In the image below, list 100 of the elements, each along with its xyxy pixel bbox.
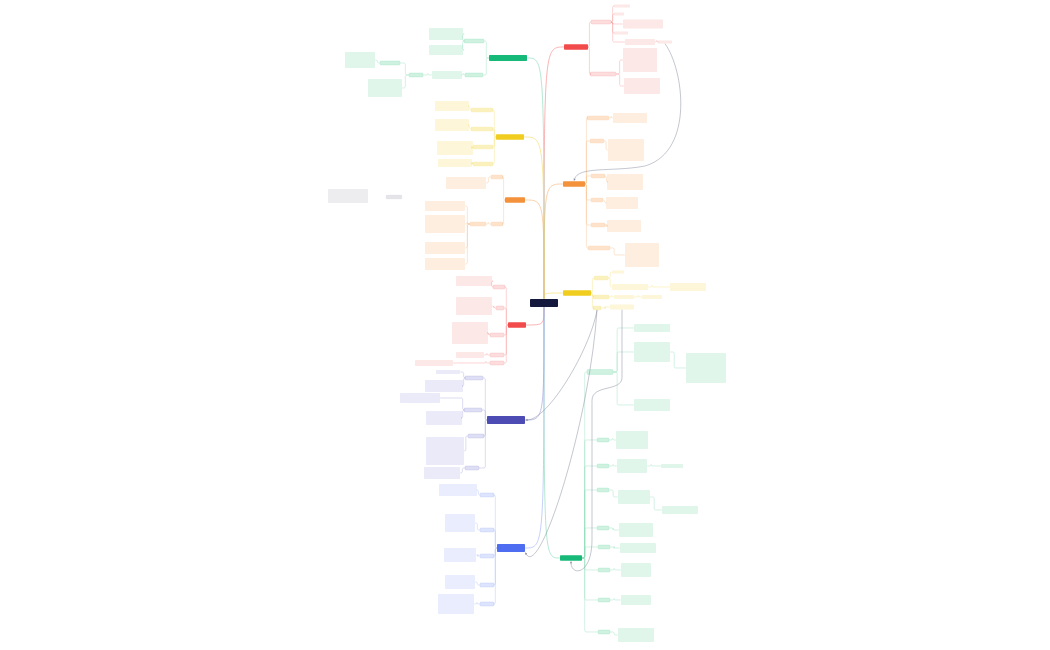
- subtopic-box: [385, 194, 403, 200]
- branch-line: [610, 598, 621, 601]
- branch-line: [460, 467, 466, 474]
- subtopic-box: [596, 463, 610, 469]
- subtopic-box: [589, 71, 617, 77]
- subtopic-box: [472, 144, 494, 150]
- subtopic-box: [593, 275, 609, 281]
- note-box: [618, 490, 650, 504]
- branch-line: [609, 527, 619, 531]
- note-box: [614, 295, 634, 299]
- branch-line: [440, 397, 465, 411]
- branch-line: [462, 377, 466, 387]
- note-box: [634, 342, 670, 362]
- note-box: [610, 304, 634, 310]
- subtopic-box: [464, 375, 484, 381]
- topic-box: [487, 416, 525, 424]
- note-box: [658, 40, 672, 44]
- note-box: [619, 523, 653, 537]
- branch-line: [609, 489, 618, 498]
- branch-line: [465, 223, 471, 265]
- subtopic-box: [470, 126, 494, 132]
- branch-line: [492, 128, 496, 138]
- subtopic-box: [490, 174, 504, 180]
- subtopic-box: [597, 544, 611, 550]
- branch-line: [486, 176, 492, 184]
- subtopic-box: [596, 437, 610, 443]
- branch-line: [524, 199, 545, 300]
- branch-line: [465, 205, 471, 225]
- branch-line: [375, 59, 381, 64]
- subtopic-box: [463, 407, 483, 413]
- subtopic-box: [464, 72, 484, 78]
- note-box: [345, 52, 375, 68]
- subtopic-box: [592, 294, 610, 300]
- branch-line: [604, 224, 609, 227]
- note-box: [634, 324, 670, 332]
- note-box: [618, 628, 654, 642]
- subtopic-box: [492, 284, 506, 290]
- branch-line: [460, 371, 466, 379]
- branch-line: [465, 222, 471, 225]
- subtopic-box: [463, 38, 485, 44]
- branch-line: [486, 222, 492, 225]
- subtopic-box: [489, 360, 505, 366]
- branch-line: [484, 40, 489, 59]
- relationship-arrow: [573, 43, 681, 181]
- topic-box: [563, 290, 591, 296]
- branch-line: [610, 568, 621, 571]
- note-box: [613, 113, 647, 123]
- note-box: [439, 484, 477, 496]
- branch-line: [582, 557, 599, 633]
- note-box: [612, 284, 648, 290]
- branch-line: [590, 277, 595, 294]
- branch-line: [603, 199, 607, 204]
- branch-line: [610, 546, 620, 549]
- note-box: [625, 243, 659, 267]
- note-box: [424, 467, 460, 479]
- note-box: [452, 322, 488, 344]
- central-topic-box: [530, 299, 558, 307]
- subtopic-box: [489, 352, 505, 358]
- note-box: [445, 575, 475, 589]
- subtopic-box: [495, 305, 505, 311]
- subtopic-box: [470, 107, 494, 113]
- note-box: [368, 79, 402, 97]
- branch-line: [611, 13, 615, 23]
- branch-line: [501, 199, 506, 225]
- branch-line: [492, 305, 497, 309]
- branch-line: [483, 57, 489, 76]
- branch-line: [610, 631, 618, 636]
- branch-line: [471, 162, 474, 165]
- topic-box: [496, 134, 524, 140]
- branch-line: [501, 176, 506, 201]
- subtopic-box: [587, 245, 611, 251]
- branch-line: [604, 175, 609, 183]
- branch-line: [461, 73, 466, 76]
- topic-box: [563, 181, 585, 187]
- branch-line: [655, 40, 659, 43]
- note-box: [425, 380, 463, 392]
- subtopic-box: [469, 221, 487, 227]
- subtopic-box: [467, 433, 485, 439]
- subtopic-box: [479, 527, 495, 533]
- note-box: [620, 543, 656, 553]
- branch-line: [491, 280, 494, 288]
- note-box: [438, 159, 472, 167]
- note-box: [662, 506, 698, 514]
- branch-line: [610, 247, 625, 256]
- note-box: [425, 258, 465, 270]
- note-box: [437, 141, 473, 155]
- branch-line: [484, 353, 491, 356]
- subtopic-box: [489, 332, 505, 338]
- subtopic-box: [596, 525, 610, 531]
- branch-line: [611, 21, 625, 43]
- subtopic-box: [597, 597, 611, 603]
- branch-line: [492, 136, 496, 165]
- branch-line: [590, 292, 595, 309]
- note-box: [426, 437, 464, 465]
- subtopic-box: [490, 221, 504, 227]
- branch-line: [524, 306, 545, 549]
- subtopic-box: [590, 197, 604, 203]
- branch-line: [468, 105, 472, 111]
- branch-line: [468, 124, 472, 130]
- subtopic-box: [479, 601, 495, 607]
